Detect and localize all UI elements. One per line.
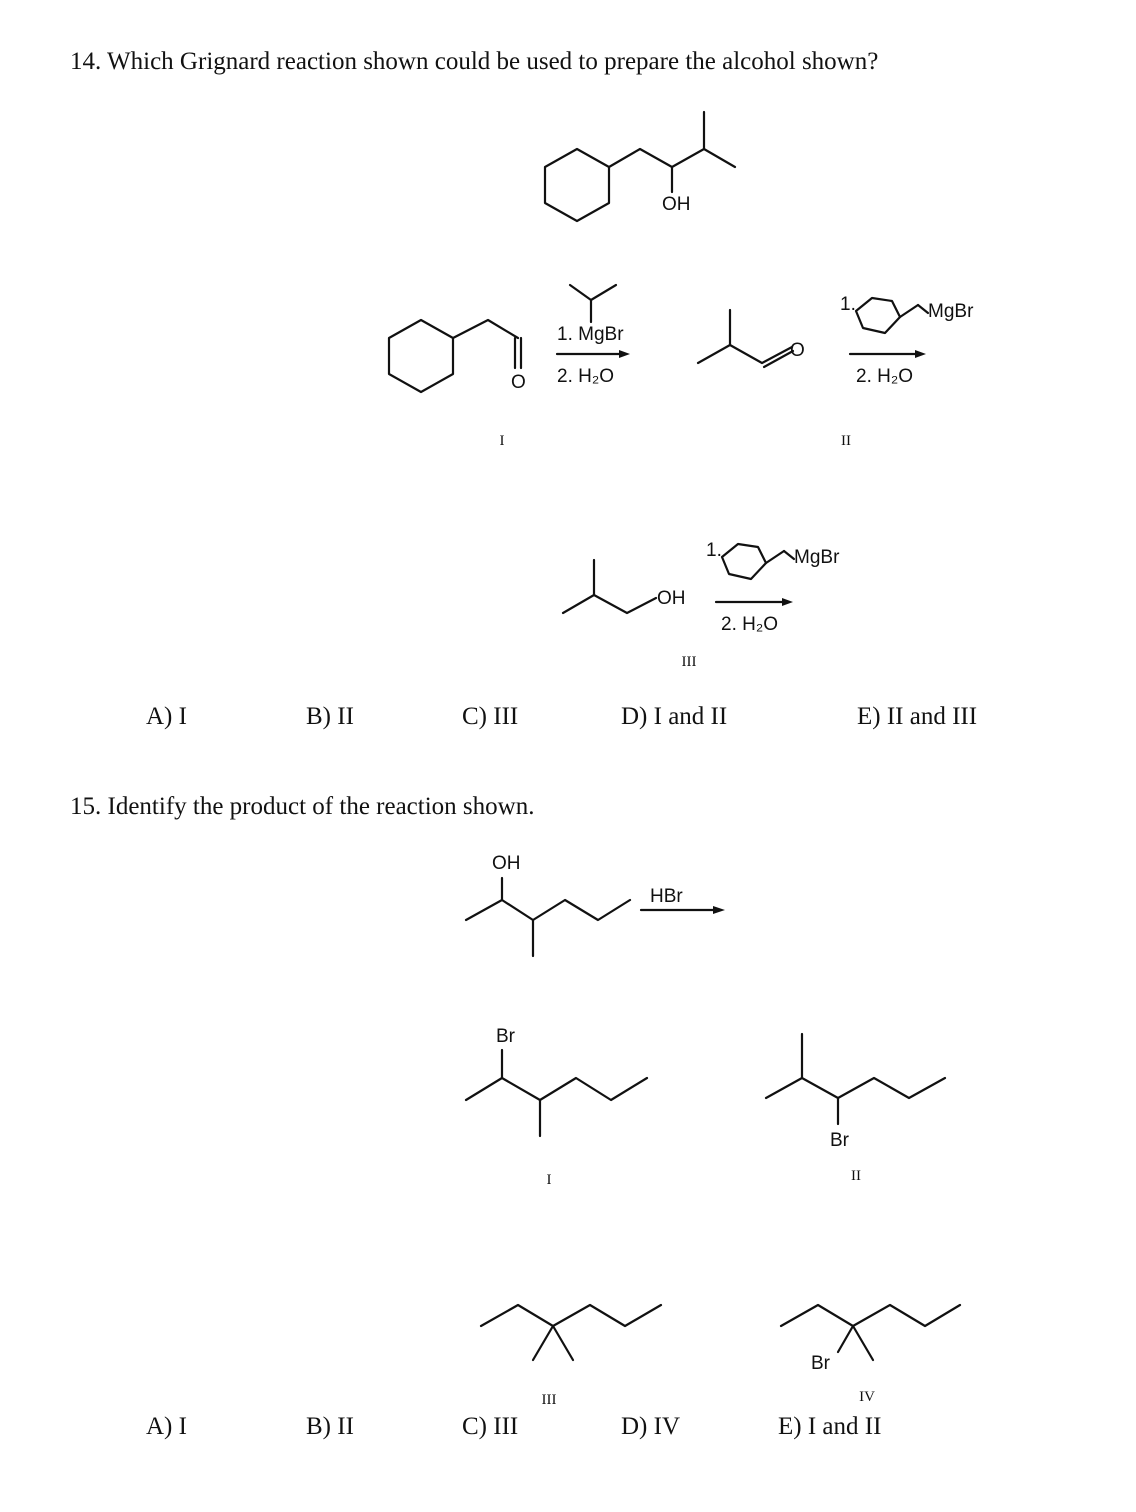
reaction-numeral-i: I <box>499 433 505 449</box>
reaction-i-reagent1: 1. MgBr <box>557 324 624 345</box>
reaction-numeral-iii: III <box>681 654 697 670</box>
carbonyl-o-label: O <box>790 340 805 361</box>
reaction-arrow-head <box>713 906 725 914</box>
reagent-hbr: HBr <box>650 886 683 907</box>
carbon-chain <box>464 1076 649 1102</box>
reaction-i-reagent2: 2. H₂O <box>557 366 614 387</box>
mg-bond <box>916 303 930 315</box>
q15-answer-c[interactable]: C) III <box>462 1413 519 1440</box>
alcohol-chain <box>561 593 658 615</box>
reaction-arrow-head <box>915 350 926 358</box>
product-numeral-ii: II <box>851 1168 861 1184</box>
product-iv-br: Br <box>811 1353 831 1374</box>
target-alcohol-structure: OH <box>543 110 737 223</box>
carbonyl-double-bond <box>762 349 795 369</box>
product-iii-structure <box>479 1303 663 1362</box>
q15-answer-d[interactable]: D) IV <box>621 1413 681 1440</box>
carbon-chain <box>479 1303 663 1328</box>
carbonyl-o-label: O <box>511 372 526 393</box>
q14-answer-d[interactable]: D) I and II <box>621 703 728 730</box>
methyl-branch <box>851 1324 875 1362</box>
reaction-ii-reagent2: 2. H₂O <box>856 366 913 387</box>
reaction-arrow-head <box>619 350 630 358</box>
product-numeral-iv: IV <box>859 1389 875 1405</box>
product-numeral-iii: III <box>541 1392 557 1408</box>
q15-answer-a[interactable]: A) I <box>146 1413 187 1440</box>
target-oh-label: OH <box>662 194 691 215</box>
question-15-text: 15. Identify the product of the reaction… <box>70 793 535 820</box>
br-bond <box>836 1324 855 1354</box>
product-numeral-i: I <box>546 1172 552 1188</box>
reaction-iii-structure: OH 1. MgBr 2. H₂O <box>561 540 840 635</box>
carbon-chain <box>764 1076 947 1100</box>
mg-bond <box>782 549 796 561</box>
product-ii-structure: Br <box>764 1032 947 1151</box>
product-iv-structure: Br <box>779 1303 962 1374</box>
ch2-link <box>898 303 920 319</box>
start-oh-label: OH <box>492 853 521 874</box>
reaction-arrow-head <box>782 598 793 606</box>
reaction-numeral-ii: II <box>841 433 851 449</box>
carbon-chain <box>464 898 632 922</box>
q14-answer-c[interactable]: C) III <box>462 703 519 730</box>
methyl-branch-a <box>531 1324 555 1362</box>
methyl-branch-b <box>551 1324 575 1362</box>
q15-answer-b[interactable]: B) II <box>306 1413 354 1440</box>
isobutyraldehyde-chain <box>696 343 794 365</box>
question-14-text: 14. Which Grignard reaction shown could … <box>70 48 879 75</box>
cyclohexane-ring <box>543 147 611 223</box>
q14-answer-e[interactable]: E) II and III <box>857 703 978 730</box>
reaction-i-structure: O 1. MgBr 2. H₂O <box>387 283 630 394</box>
reaction-iii-mgbr: MgBr <box>794 547 840 568</box>
product-i-structure: Br <box>464 1026 649 1138</box>
ch2-chain <box>451 318 520 340</box>
q14-answer-b[interactable]: B) II <box>306 703 354 730</box>
reaction-ii-reagent1: 1. <box>840 294 856 315</box>
reaction-ii-structure: O 1. MgBr 2. H₂O <box>696 294 974 387</box>
ch2-link <box>764 549 786 565</box>
reaction-iii-oh: OH <box>657 588 686 609</box>
reaction-iii-reagent2: 2. H₂O <box>721 614 778 635</box>
product-ii-br: Br <box>830 1130 850 1151</box>
product-i-br: Br <box>496 1026 516 1047</box>
q15-answer-e[interactable]: E) I and II <box>778 1413 882 1440</box>
reaction-iii-reagent1: 1. <box>706 540 722 561</box>
q15-starting-material: OH HBr <box>464 853 725 958</box>
cyclohexane-ring <box>387 318 455 394</box>
reaction-ii-mgbr: MgBr <box>928 301 974 322</box>
q14-answer-a[interactable]: A) I <box>146 703 187 730</box>
carbon-chain <box>779 1303 962 1328</box>
